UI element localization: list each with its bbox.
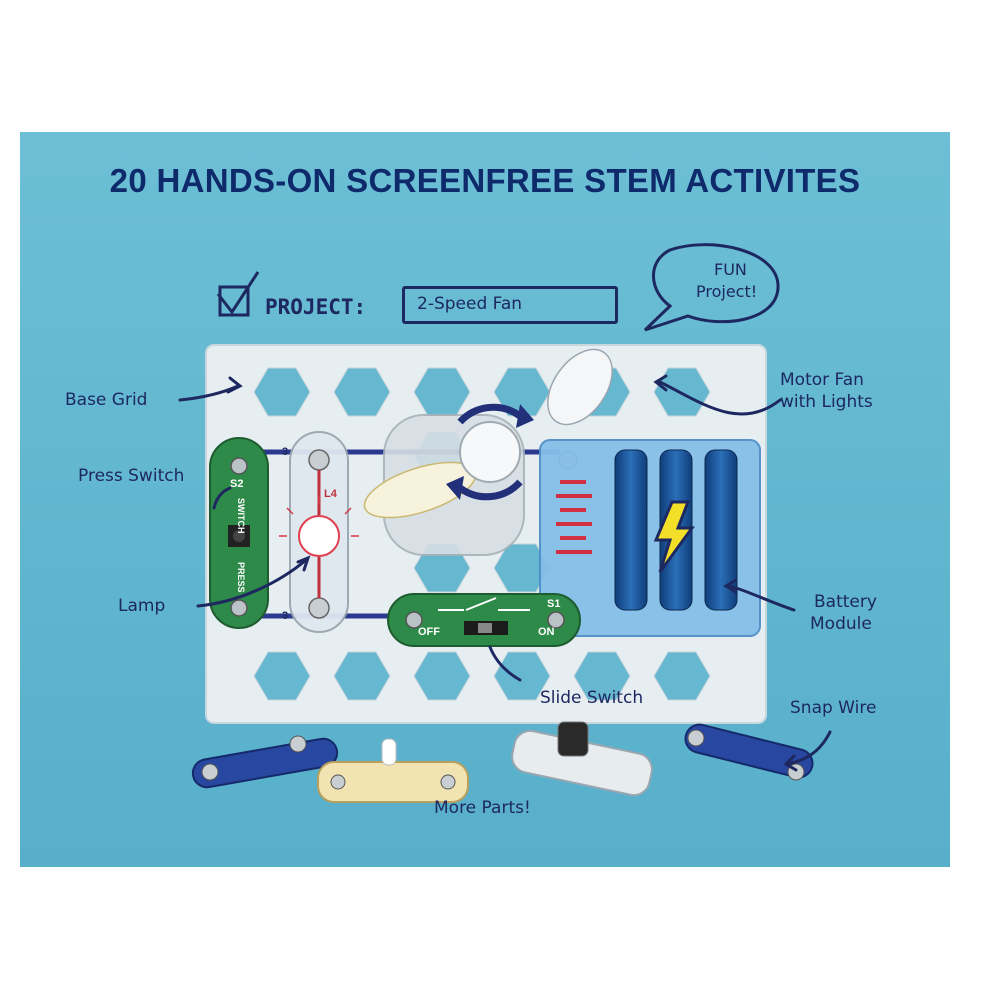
- project-label: PROJECT:: [265, 295, 367, 319]
- slide-switch-id: S1: [547, 598, 561, 610]
- kit-illustration: [20, 132, 950, 867]
- check-icon: [216, 271, 260, 317]
- motor-fan-part: [363, 348, 613, 556]
- project-name: 2-Speed Fan: [417, 294, 523, 314]
- label-more-parts: More Parts!: [434, 798, 531, 818]
- product-panel: 20 HANDS-ON SCREENFREE STEM ACTIVITES PR…: [20, 132, 950, 867]
- project-name-box: 2-Speed Fan: [402, 286, 618, 324]
- pointer-arrows: [178, 374, 832, 772]
- slide-switch-on: ON: [538, 626, 555, 638]
- label-motor-fan-2: with Lights: [780, 392, 873, 412]
- slide-switch-off: OFF: [418, 626, 440, 638]
- lamp-part: [279, 431, 359, 633]
- press-switch-id: S2: [230, 478, 244, 490]
- label-base-grid: Base Grid: [65, 390, 148, 410]
- label-battery-2: Module: [810, 614, 872, 634]
- headline: 20 HANDS-ON SCREENFREE STEM ACTIVITES: [109, 162, 861, 199]
- bubble-line-1: FUN: [714, 260, 747, 279]
- press-switch-text-top: SWITCH: [236, 498, 246, 534]
- label-press-switch: Press Switch: [78, 466, 185, 486]
- label-motor-fan-1: Motor Fan: [780, 370, 864, 390]
- label-snap-wire: Snap Wire: [790, 698, 877, 718]
- lamp-id: L4: [324, 488, 337, 500]
- press-switch-part: [209, 437, 269, 629]
- loose-parts: [191, 721, 814, 803]
- label-battery-1: Battery: [814, 592, 877, 612]
- snap-wire-number-top: 3: [282, 446, 289, 458]
- snap-wire-number-bottom: 3: [282, 610, 289, 622]
- press-switch-text-bottom: PRESS: [236, 562, 246, 593]
- speech-bubble-icon: [643, 243, 780, 332]
- battery-module-part: [539, 439, 761, 637]
- bubble-line-2: Project!: [696, 282, 758, 301]
- label-lamp: Lamp: [118, 596, 166, 616]
- label-slide-switch: Slide Switch: [540, 688, 644, 708]
- slide-switch-part: [387, 593, 581, 647]
